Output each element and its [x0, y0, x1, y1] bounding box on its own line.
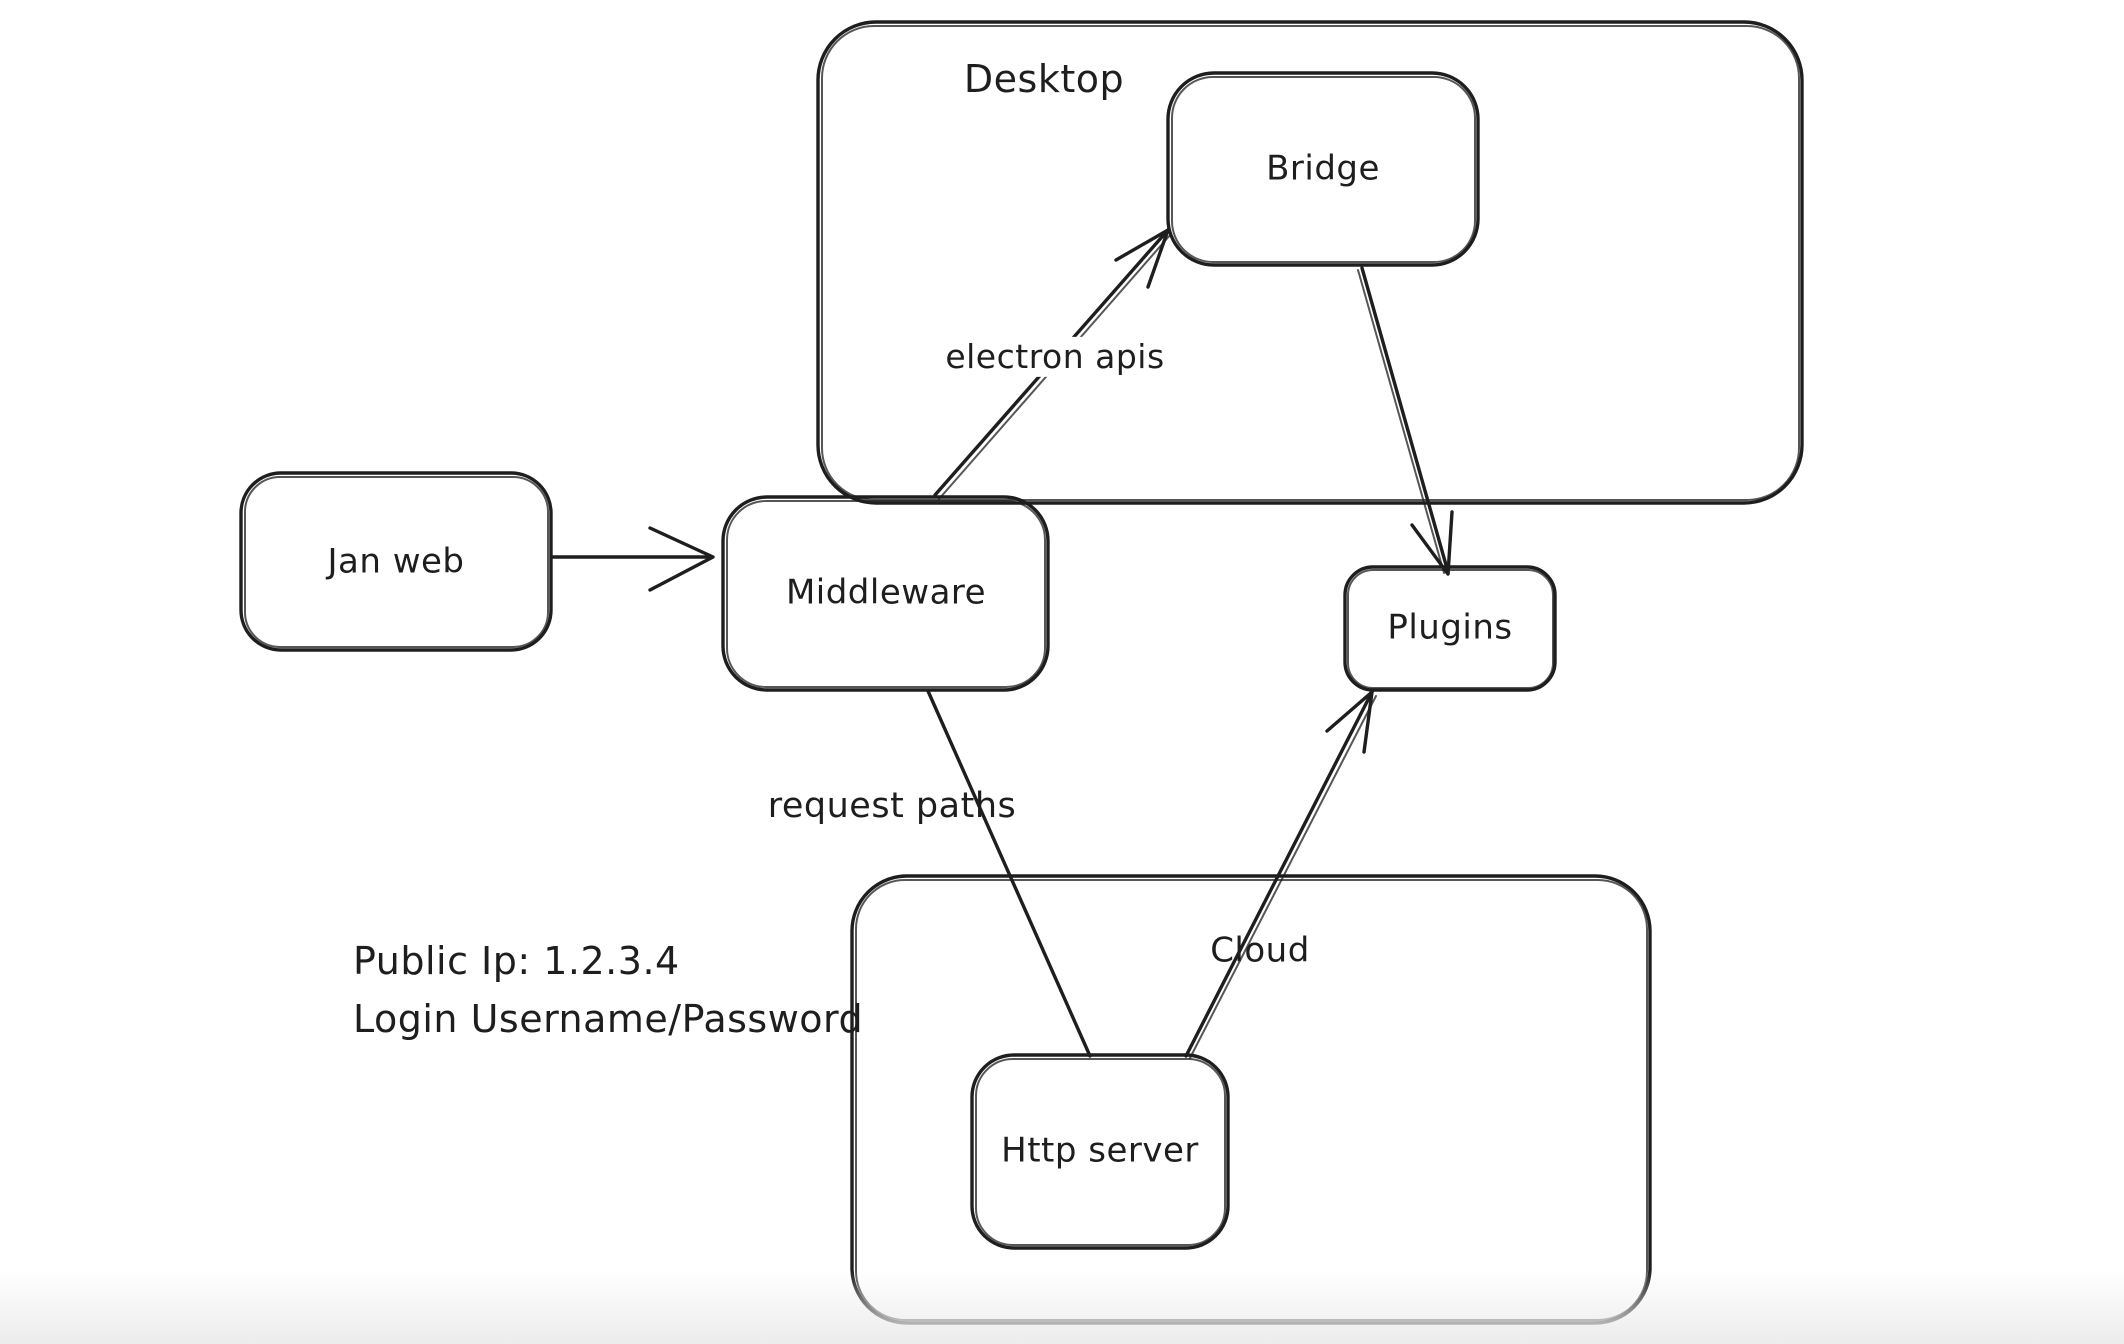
edge-jan-web-to-middleware[interactable] — [551, 526, 715, 592]
edge-bridge-to-plugins[interactable] — [1357, 266, 1454, 576]
arrowhead-right-icon — [648, 526, 715, 592]
edge-label-request-paths[interactable]: request paths — [767, 785, 1017, 826]
node-http-server-border — [970, 1053, 1230, 1250]
cloud-container-label[interactable]: Cloud — [1210, 930, 1310, 971]
node-bridge-border — [1166, 71, 1480, 267]
node-jan-web-label: Jan web — [327, 541, 465, 582]
desktop-container[interactable] — [816, 20, 1804, 505]
node-middleware-border-sketch — [726, 500, 1046, 688]
desktop-container-border-sketch — [821, 25, 1800, 501]
edge-middleware-to-http-server[interactable] — [926, 689, 1092, 1058]
node-http-server-label: Http server — [1001, 1130, 1199, 1171]
node-middleware-label: Middleware — [785, 572, 987, 613]
edge-http-server-to-plugins[interactable] — [1184, 690, 1377, 1059]
desktop-container-border — [816, 20, 1804, 505]
node-jan-web-border-sketch — [244, 476, 549, 648]
credentials-note[interactable]: Public Ip: 1.2.3.4 Login Username/Passwo… — [353, 932, 863, 1048]
credentials-note-line-1: Public Ip: 1.2.3.4 — [353, 939, 680, 983]
node-middleware[interactable] — [721, 495, 1050, 692]
edge-line — [926, 689, 1092, 1058]
edge-line-sketch — [1357, 269, 1445, 574]
node-bridge-label: Bridge — [1266, 148, 1380, 189]
node-http-server-border-sketch — [975, 1058, 1226, 1246]
node-plugins-border-sketch — [1347, 569, 1554, 689]
node-jan-web[interactable] — [239, 471, 553, 652]
edge-line — [1184, 690, 1374, 1058]
edge-label-electron-apis[interactable]: electron apis — [935, 336, 1175, 378]
edge-line-sketch — [1189, 695, 1377, 1059]
credentials-note-line-2: Login Username/Password — [353, 997, 864, 1041]
node-plugins-label: Plugins — [1387, 607, 1513, 648]
edge-line — [1360, 266, 1450, 574]
node-http-server[interactable] — [970, 1053, 1230, 1250]
node-jan-web-border — [239, 471, 553, 652]
arrowhead-down-icon — [1410, 510, 1454, 576]
arrowhead-up-right-icon — [1325, 690, 1374, 754]
node-bridge[interactable] — [1166, 71, 1480, 267]
node-middleware-border — [721, 495, 1050, 692]
arrowhead-up-right-icon — [1114, 228, 1170, 289]
node-bridge-border-sketch — [1171, 76, 1476, 263]
desktop-container-label[interactable]: Desktop — [963, 57, 1125, 102]
